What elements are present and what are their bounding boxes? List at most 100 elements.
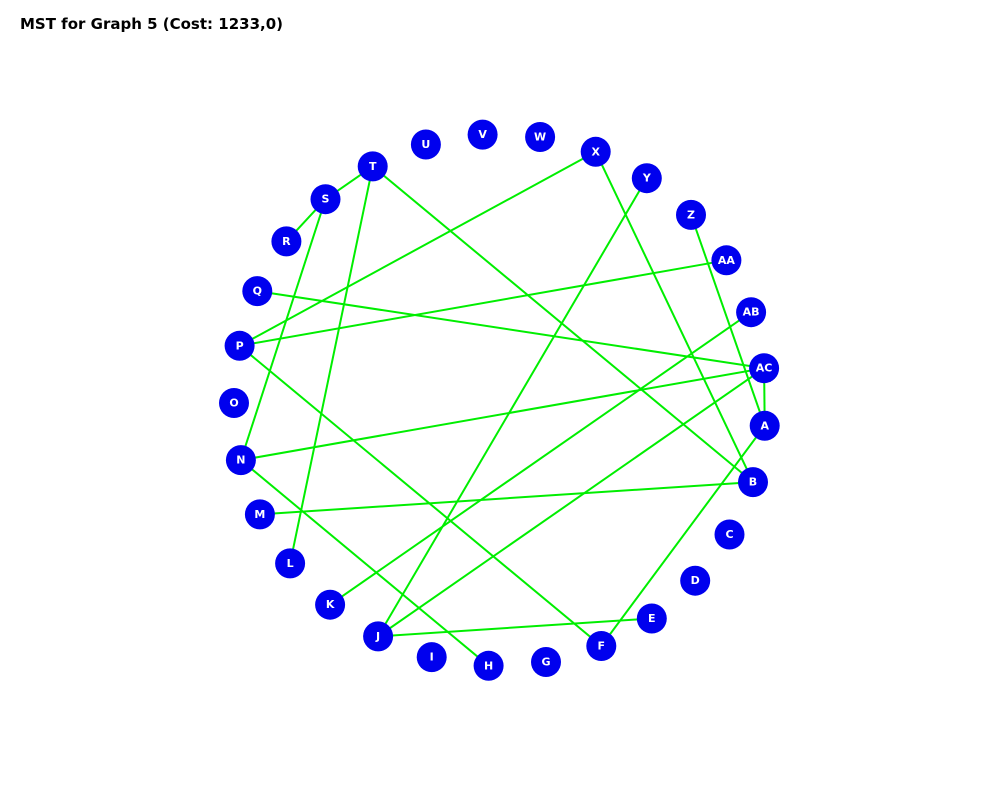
node-a: A <box>749 410 780 441</box>
node-w: W <box>525 122 556 152</box>
node-circle <box>275 548 306 579</box>
node-label: R <box>282 235 291 248</box>
node-l: L <box>275 548 306 579</box>
node-circle <box>738 467 768 498</box>
node-circle <box>315 589 346 620</box>
node-label: G <box>541 656 550 669</box>
node-label: K <box>326 598 335 611</box>
node-circle <box>225 445 256 476</box>
edge-s-n <box>239 198 327 461</box>
node-i: I <box>416 642 447 673</box>
edge-a-f <box>600 425 766 647</box>
node-label: X <box>591 145 600 158</box>
node-label: V <box>478 128 487 141</box>
node-circle <box>580 136 611 167</box>
node-label: A <box>760 419 769 432</box>
node-label: Q <box>253 285 262 298</box>
node-b: B <box>738 467 768 498</box>
node-label: M <box>254 508 265 521</box>
node-label: N <box>236 454 245 467</box>
node-z: Z <box>676 199 706 230</box>
node-circle <box>363 621 394 652</box>
node-k: K <box>315 589 346 620</box>
node-q: Q <box>242 276 273 307</box>
node-circle <box>711 245 742 276</box>
node-circle <box>531 647 561 677</box>
node-h: H <box>473 650 504 681</box>
node-g: G <box>531 647 561 677</box>
edge-ab-k <box>329 311 752 606</box>
node-e: E <box>636 603 667 634</box>
node-circle <box>586 631 617 661</box>
edge-ac-q <box>257 290 765 370</box>
node-label: U <box>421 138 430 151</box>
node-label: L <box>287 557 294 570</box>
node-ac: AC <box>749 353 780 384</box>
node-circle <box>244 499 275 530</box>
node-circle <box>676 199 706 230</box>
node-c: C <box>714 519 745 550</box>
node-label: E <box>648 612 656 625</box>
node-label: P <box>236 339 244 352</box>
edge-ac-n <box>240 367 765 462</box>
node-circle <box>467 119 498 150</box>
edge-x-b <box>594 151 754 483</box>
edge-j-e <box>378 617 652 638</box>
node-circle <box>714 519 745 550</box>
node-label: I <box>430 651 434 664</box>
node-label: Y <box>642 172 652 185</box>
node-label: W <box>534 131 546 144</box>
node-circle <box>219 388 249 418</box>
edge-t-b <box>372 165 754 483</box>
node-t: T <box>357 151 388 182</box>
edge-x-p <box>239 150 597 347</box>
node-o: O <box>219 388 249 418</box>
node-m: M <box>244 499 275 530</box>
node-circle <box>473 650 504 681</box>
edges-layer <box>238 150 766 667</box>
node-circle <box>749 353 780 384</box>
node-x: X <box>580 136 611 167</box>
node-circle <box>416 642 447 673</box>
edge-ac-j <box>377 367 765 638</box>
node-f: F <box>586 631 617 661</box>
node-circle <box>224 330 255 361</box>
edge-z-a <box>690 214 766 427</box>
edge-p-f <box>238 345 602 647</box>
node-circle <box>242 276 273 307</box>
graph-title: MST for Graph 5 (Cost: 1233,0) <box>20 15 283 33</box>
node-label: J <box>375 630 380 643</box>
node-u: U <box>410 129 441 160</box>
node-aa: AA <box>711 245 742 276</box>
edge-aa-p <box>239 259 727 347</box>
edge-y-j <box>377 177 648 637</box>
node-r: R <box>271 226 302 257</box>
node-label: AB <box>743 306 760 319</box>
edge-m-b <box>259 481 754 516</box>
node-s: S <box>310 184 341 215</box>
node-label: AC <box>756 362 773 375</box>
node-label: F <box>598 640 606 653</box>
edge-t-l <box>289 166 374 564</box>
node-circle <box>271 226 302 257</box>
node-label: S <box>322 193 330 206</box>
node-circle <box>525 122 556 152</box>
node-y: Y <box>631 163 662 194</box>
node-circle <box>631 163 662 194</box>
node-label: T <box>369 160 377 173</box>
node-circle <box>749 410 780 441</box>
node-label: H <box>484 659 493 672</box>
node-label: D <box>691 574 700 587</box>
node-circle <box>680 565 711 596</box>
node-label: B <box>749 476 757 489</box>
node-ab: AB <box>736 297 767 328</box>
node-p: P <box>224 330 255 361</box>
node-circle <box>357 151 388 182</box>
node-j: J <box>363 621 394 652</box>
node-label: C <box>725 528 733 541</box>
node-label: O <box>229 397 238 410</box>
node-n: N <box>225 445 256 476</box>
node-circle <box>310 184 341 215</box>
